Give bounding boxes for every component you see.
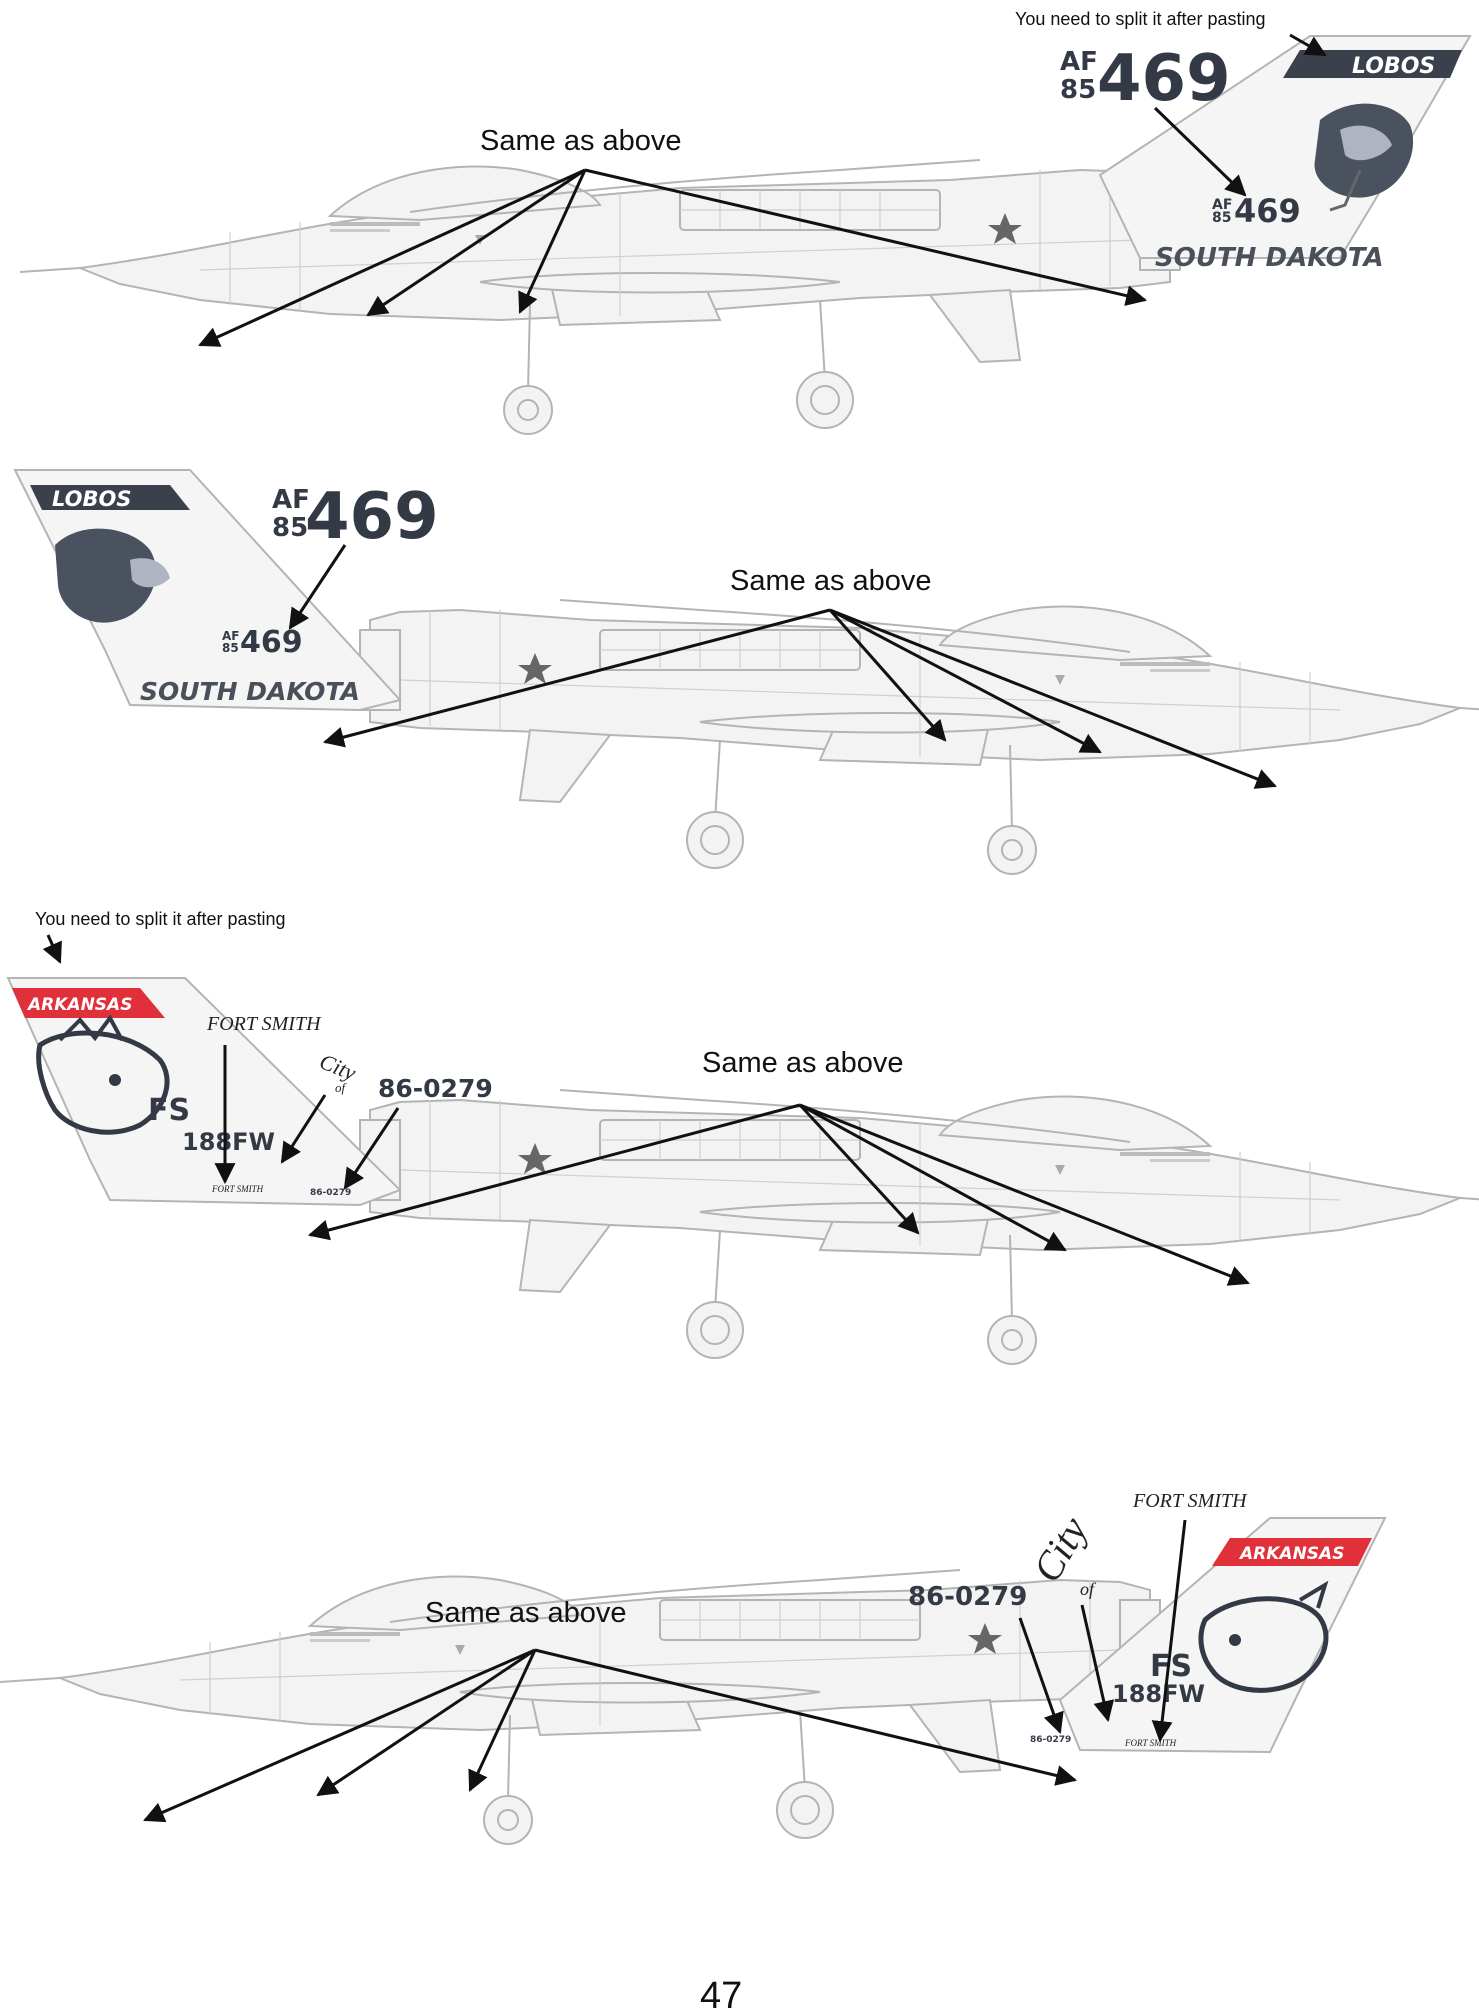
arrow-2c	[829, 608, 1102, 754]
serial-callout-number-2: 469	[305, 480, 439, 554]
cityword-arrow-3	[280, 1094, 327, 1164]
arrow-1c	[518, 169, 587, 314]
serial-callout-prefix-bottom-2: 85	[272, 513, 308, 543]
serial-arrow-1	[1153, 106, 1247, 197]
tail-fin	[1058, 1517, 1387, 1754]
arrow-1b	[366, 168, 586, 317]
lobos-band-text: LOBOS	[52, 487, 131, 511]
arrow-3b	[798, 1103, 920, 1235]
wolf-icon	[1314, 103, 1414, 212]
serial-callout-4: 86-0279	[908, 1582, 1027, 1612]
city-arrow-4	[1151, 1519, 1187, 1743]
tail-serial-prefix-top: AF	[222, 629, 239, 643]
arrow-4a	[143, 1648, 536, 1823]
lobos-band-text: LOBOS	[1352, 54, 1435, 79]
tail-serial-number: 469	[240, 625, 303, 660]
serial-callout-prefix-top-2: AF	[272, 485, 310, 515]
same-as-above-4: Same as above	[425, 1597, 627, 1629]
same-as-above-2: Same as above	[730, 565, 932, 597]
wolf-icon	[55, 528, 170, 623]
arkansas-band	[12, 988, 165, 1018]
arrow-4d	[534, 1648, 1078, 1786]
tail-serial: 86-0279	[310, 1188, 351, 1198]
serial-callout-prefix-bottom-1: 85	[1060, 75, 1096, 105]
arrow-4c	[468, 1649, 537, 1792]
arrow-1a	[198, 168, 586, 347]
arkansas-band	[1212, 1538, 1372, 1566]
lobos-band	[1283, 50, 1462, 78]
tail-city-text: FORT SMITH	[211, 1184, 264, 1194]
state-text: SOUTH DAKOTA	[1155, 243, 1384, 273]
tail-city-text: FORT SMITH	[1124, 1738, 1177, 1748]
arrow-3c	[799, 1103, 1067, 1252]
arrow-3d	[799, 1103, 1250, 1286]
arkansas-band-text: ARKANSAS	[26, 995, 132, 1015]
split-note-1: You need to split it after pasting	[1015, 9, 1266, 29]
arrow-2b	[828, 609, 947, 742]
arrow-2d	[829, 608, 1277, 789]
city-callout-4: FORT SMITH	[1132, 1490, 1248, 1512]
razorback-icon	[1198, 1580, 1329, 1693]
serial-arrow-4	[1018, 1617, 1064, 1734]
arrow-4b	[316, 1648, 536, 1797]
lobos-band	[30, 485, 190, 510]
serial-arrow-2	[288, 544, 347, 630]
arrow-3a	[307, 1103, 801, 1241]
tail-serial: 86-0279	[1030, 1735, 1071, 1745]
aircraft-3-arkansas-right: ARKANSAS FS 188FW FORT SMITH 86-0279	[6, 977, 1479, 1365]
arkansas-band-text: ARKANSAS	[1238, 1544, 1344, 1564]
same-as-above-1: Same as above	[480, 125, 682, 157]
page-number: 47	[700, 1975, 742, 2015]
city-callout: FORT SMITH	[206, 1013, 322, 1035]
serial-arrow-3	[343, 1107, 400, 1190]
serial-callout-number-1: 469	[1097, 42, 1231, 116]
same-as-above-3: Same as above	[702, 1047, 904, 1079]
aircraft-1-lobos-left: LOBOS AF 85 469 SOUTH DAKOTA	[19, 35, 1472, 435]
cityword-arrow-4	[1080, 1604, 1115, 1723]
split-arrow-2	[42, 934, 62, 964]
tail-wing: 188FW	[182, 1128, 275, 1156]
tail-wing: 188FW	[1112, 1680, 1205, 1708]
of-word-callout: of	[335, 1080, 348, 1095]
arrow-1d	[584, 168, 1148, 306]
aircraft-4-arkansas-left: ARKANSAS FS 188FW FORT SMITH 86-0279	[0, 1517, 1387, 1845]
split-note-2: You need to split it after pasting	[35, 909, 286, 929]
tail-serial-prefix-bottom: 85	[222, 641, 239, 655]
serial-callout-prefix-top-1: AF	[1060, 47, 1098, 77]
arrow-2a	[322, 608, 831, 748]
of-word-callout-4: of	[1080, 1579, 1097, 1599]
razorback-icon	[36, 1014, 170, 1135]
tail-serial-prefix-top: AF	[1212, 197, 1232, 213]
aircraft-2-lobos-right: LOBOS AF 85 469 SOUTH DAKOTA	[13, 469, 1479, 875]
split-arrow-1	[1289, 33, 1327, 57]
state-text: SOUTH DAKOTA	[140, 677, 360, 706]
tail-fin	[1098, 35, 1472, 259]
city-word-callout-4: City	[1024, 1509, 1096, 1589]
tail-serial-number: 469	[1234, 192, 1301, 230]
tail-serial-prefix-bottom: 85	[1212, 210, 1231, 226]
tail-unit-code: FS	[148, 1093, 190, 1128]
serial-callout-3: 86-0279	[378, 1074, 493, 1103]
